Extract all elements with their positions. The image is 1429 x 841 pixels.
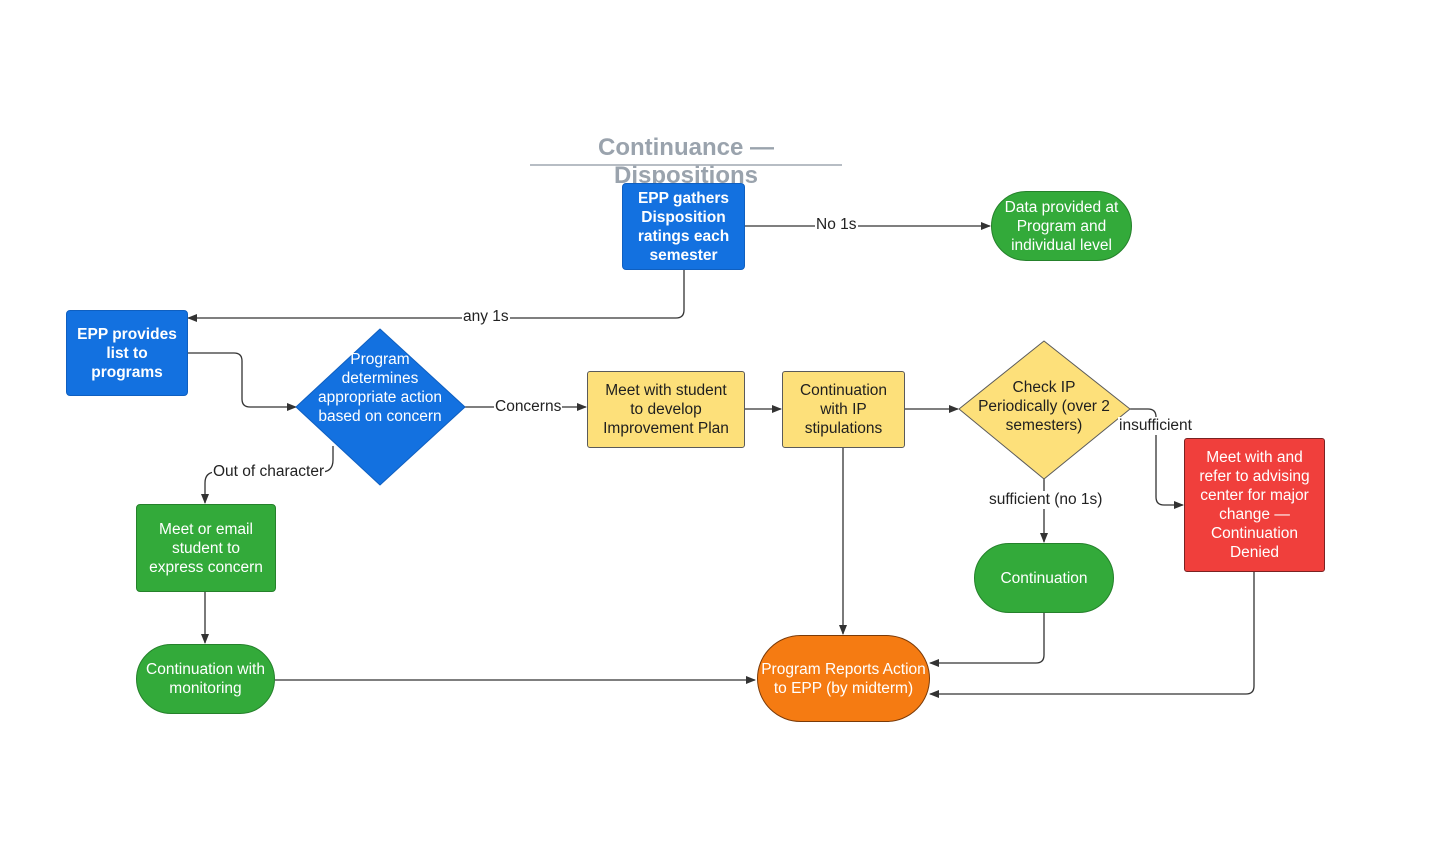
edge-label-any-1s: any 1s xyxy=(462,308,510,326)
check-ip-label: Check IP Periodically (over 2 semesters) xyxy=(978,378,1110,434)
continuation-ip-node[interactable]: Continuation with IP stipulations xyxy=(782,371,905,448)
meet-email-label: Meet or email student to express concern xyxy=(149,520,263,576)
edge-label-concerns: Concerns xyxy=(494,398,563,416)
edge-check-to-refer xyxy=(1130,408,1184,509)
meet-refer-label: Meet with and refer to advising center f… xyxy=(1199,449,1310,561)
edge-refer-to-reports xyxy=(929,572,1255,698)
diagram-title: Continuance — Dispositions xyxy=(530,134,842,189)
edge-continuation-to-reports xyxy=(929,612,1045,667)
edge-label-out-of-character: Out of character xyxy=(212,463,326,481)
meet-refer-node[interactable]: Meet with and refer to advising center f… xyxy=(1184,438,1325,572)
edge-gathers-to-provides xyxy=(187,270,685,322)
continuation-monitoring-node[interactable]: Continuation with monitoring xyxy=(136,644,275,714)
epp-gathers-node[interactable]: EPP gathers Disposition ratings each sem… xyxy=(622,183,745,270)
program-reports-label: Program Reports Action to EPP (by midter… xyxy=(761,660,926,697)
edge-provides-to-determines xyxy=(188,352,297,411)
edge-label-no-1s: No 1s xyxy=(815,216,858,234)
epp-provides-label: EPP provides list to programs xyxy=(77,325,177,381)
program-determines-diamond[interactable] xyxy=(295,328,466,486)
meet-improvement-label: Meet with student to develop Improvement… xyxy=(603,382,729,437)
edge-label-sufficient: sufficient (no 1s) xyxy=(988,491,1104,509)
continuation-monitoring-label: Continuation with monitoring xyxy=(146,661,265,697)
meet-email-node[interactable]: Meet or email student to express concern xyxy=(136,504,276,592)
check-ip-diamond[interactable] xyxy=(958,340,1131,480)
data-provided-node[interactable]: Data provided at Program and individual … xyxy=(991,191,1132,261)
continuation-ip-label: Continuation with IP stipulations xyxy=(799,382,888,437)
program-reports-node[interactable]: Program Reports Action to EPP (by midter… xyxy=(757,635,930,722)
continuation-node[interactable]: Continuation xyxy=(974,543,1114,613)
data-provided-label: Data provided at Program and individual … xyxy=(1004,198,1119,254)
meet-improvement-node[interactable]: Meet with student to develop Improvement… xyxy=(587,371,745,448)
continuation-label: Continuation xyxy=(1000,569,1088,587)
epp-gathers-label: EPP gathers Disposition ratings each sem… xyxy=(637,189,730,264)
edge-label-insufficient: insufficient xyxy=(1118,417,1193,435)
epp-provides-node[interactable]: EPP provides list to programs xyxy=(66,310,188,396)
program-determines-label: Program determines appropriate action ba… xyxy=(317,351,443,425)
